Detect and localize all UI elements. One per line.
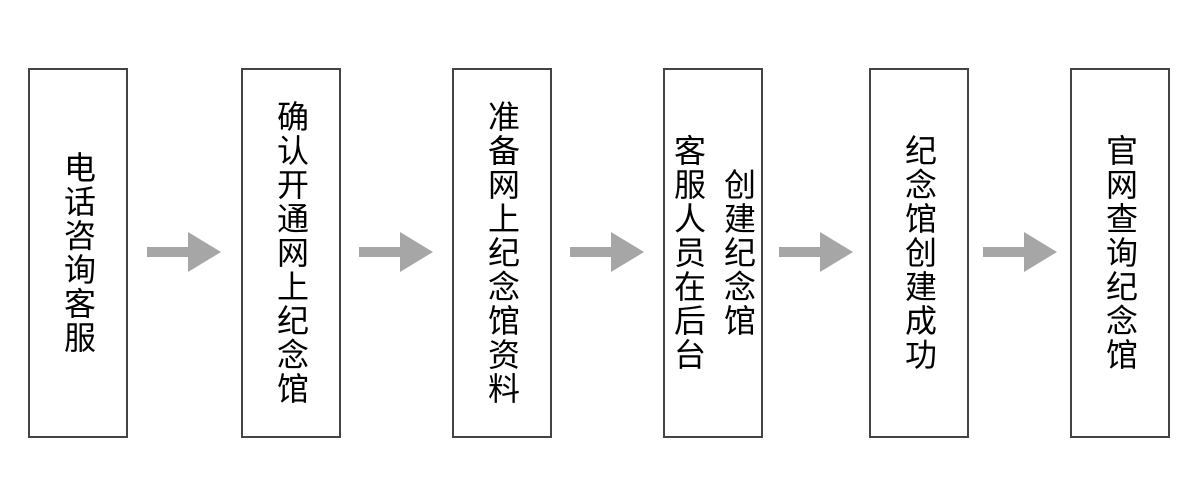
arrow-right-icon bbox=[359, 232, 433, 272]
arrow-right-icon bbox=[570, 232, 644, 272]
flow-step-1-label: 电话咨询客服 bbox=[60, 151, 96, 355]
flow-step-4: 客服人员在后台 创建纪念馆 bbox=[663, 68, 763, 438]
flow-step-3: 准备网上纪念馆资料 bbox=[452, 68, 552, 438]
flow-step-2: 确认开通网上纪念馆 bbox=[241, 68, 341, 438]
flow-step-3-label: 准备网上纪念馆资料 bbox=[484, 100, 520, 406]
flow-step-5-label: 纪念馆创建成功 bbox=[901, 134, 937, 372]
arrow-right-icon bbox=[779, 232, 853, 272]
arrow-right-icon bbox=[147, 232, 221, 272]
flow-step-6: 官网查询纪念馆 bbox=[1070, 68, 1170, 438]
arrow-right-icon bbox=[983, 232, 1057, 272]
flow-step-1: 电话咨询客服 bbox=[28, 68, 128, 438]
flow-step-5: 纪念馆创建成功 bbox=[869, 68, 969, 438]
flow-step-4-label: 客服人员在后台 创建纪念馆 bbox=[670, 134, 756, 372]
flow-step-2-label: 确认开通网上纪念馆 bbox=[273, 100, 309, 406]
flow-step-6-label: 官网查询纪念馆 bbox=[1102, 134, 1138, 372]
